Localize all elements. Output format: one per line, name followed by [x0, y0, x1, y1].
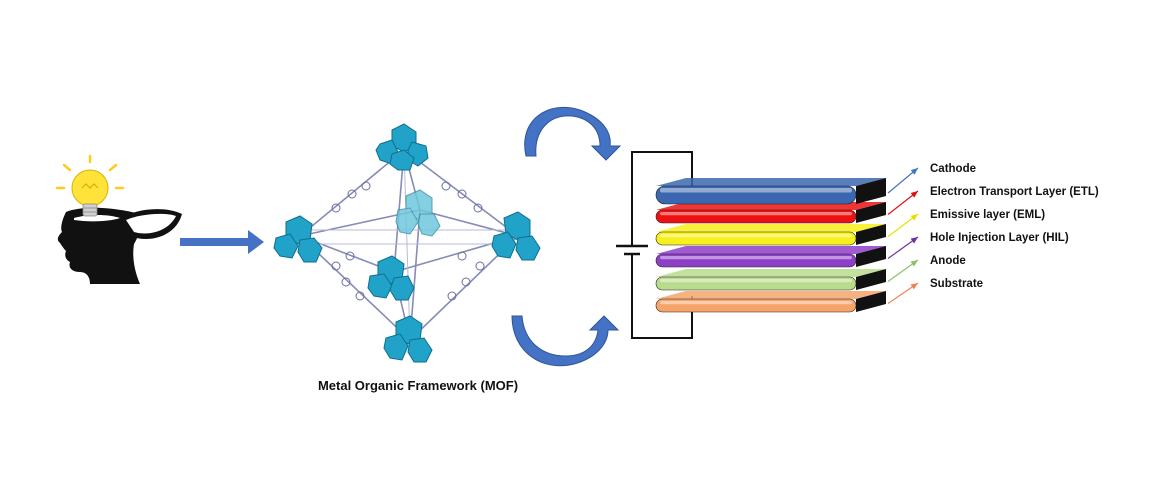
- idea-head-icon: [57, 207, 182, 284]
- layer-arrowhead-6: [910, 283, 918, 290]
- battery-symbol-icon: [616, 244, 648, 256]
- mof-cluster-left: [273, 215, 323, 263]
- head-silhouette: [57, 212, 141, 284]
- layer-arrowhead-1: [910, 168, 918, 175]
- oled-layer-6: [655, 291, 886, 313]
- layer-arrowhead-2: [910, 191, 918, 198]
- oled-layer-stack: [655, 178, 886, 313]
- curved-arrow-top: [524, 106, 622, 161]
- oled-layer-5: [655, 269, 886, 291]
- mof-cluster-top: [375, 123, 429, 171]
- layer-arrowhead-4: [910, 237, 918, 244]
- circuit-wires: [631, 151, 693, 339]
- mof-structure-image: [273, 123, 541, 363]
- oled-layer-4: [655, 246, 886, 268]
- curved-arrow-bottom: [511, 315, 620, 367]
- mof-caption: Metal Organic Framework (MOF): [317, 378, 519, 393]
- layer-arrowhead-3: [910, 214, 918, 221]
- mof-cluster-bottom: [383, 315, 433, 363]
- mof-cluster-back: [395, 189, 441, 237]
- oled-layer-2: [655, 202, 886, 224]
- layer-label-3: Emissive layer (EML): [930, 209, 1045, 221]
- layer-arrowhead-5: [910, 260, 918, 267]
- layer-label-4: Hole Injection Layer (HIL): [930, 232, 1069, 244]
- layer-label-5: Anode: [930, 255, 966, 267]
- layer-label-6: Substrate: [930, 278, 983, 290]
- oled-layer-1: [655, 178, 886, 205]
- light-bulb-icon: [55, 154, 125, 217]
- mof-cluster-right: [491, 211, 541, 261]
- layer-label-2: Electron Transport Layer (ETL): [930, 186, 1099, 198]
- layer-label-1: Cathode: [930, 163, 976, 175]
- oled-layer-3: [655, 224, 886, 246]
- flow-arrow-to-mof: [180, 230, 264, 254]
- mof-cluster-center: [367, 255, 415, 301]
